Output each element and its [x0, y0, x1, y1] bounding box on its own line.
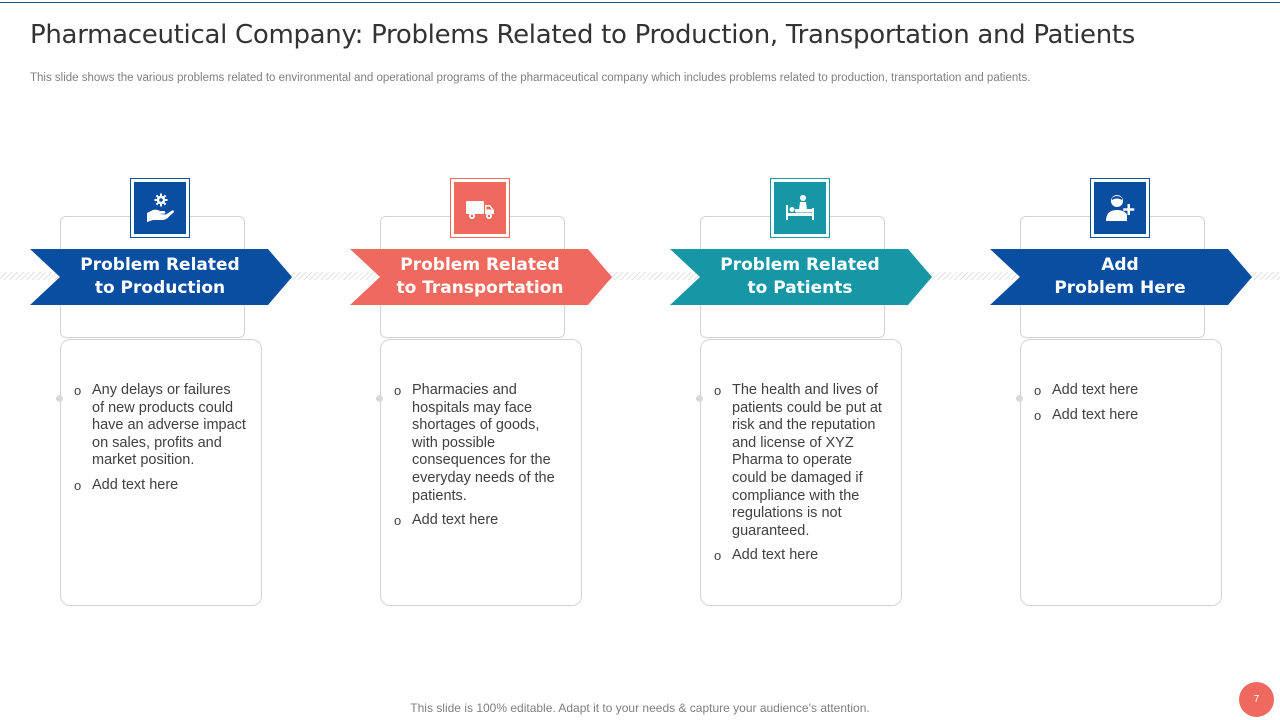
card-dot [376, 395, 383, 402]
bullet-item[interactable]: Add text here [1034, 407, 1206, 425]
chevron-banner: Problem Related to Production [30, 249, 292, 305]
page-number-badge: 7 [1239, 682, 1274, 717]
hand-gear-icon [134, 182, 186, 234]
chevron-banner: Problem Related to Transportation [350, 249, 612, 305]
delivery-truck-icon [454, 182, 506, 234]
icon-frame [1090, 178, 1150, 238]
bullet-item[interactable]: Add text here [74, 477, 246, 495]
icon-frame [130, 178, 190, 238]
slide-title: Pharmaceutical Company: Problems Related… [30, 20, 1136, 50]
bullet-list: Add text here Add text here [1034, 382, 1206, 431]
bullet-item[interactable]: Pharmacies and hospitals may face shorta… [394, 382, 566, 505]
bullet-list: The health and lives of patients could b… [714, 382, 886, 572]
bullet-item[interactable]: Add text here [714, 547, 886, 565]
bullet-item[interactable]: Add text here [394, 512, 566, 530]
bullet-list: Pharmacies and hospitals may face shorta… [394, 382, 566, 537]
bullet-item[interactable]: Add text here [1034, 382, 1206, 400]
dashed-connector-line [0, 272, 1280, 280]
problem-label: Problem Related to Transportation [396, 255, 564, 298]
card-dot [696, 395, 703, 402]
icon-frame [770, 178, 830, 238]
column-patients: Problem Related to Patients The health a… [670, 178, 932, 608]
top-rule [0, 2, 1280, 3]
add-user-icon [1094, 182, 1146, 234]
problem-label: Problem Related to Production [80, 255, 240, 298]
problem-label: Problem Related to Patients [720, 255, 880, 298]
column-transportation: Problem Related to Transportation Pharma… [350, 178, 612, 608]
chevron-banner: Problem Related to Patients [670, 249, 932, 305]
chevron-banner: Add Problem Here [990, 249, 1252, 305]
card-dot [56, 395, 63, 402]
slide-subtitle: This slide shows the various problems re… [30, 72, 1031, 84]
card-dot [1016, 395, 1023, 402]
problem-label: Add Problem Here [1054, 255, 1186, 298]
column-production: Problem Related to Production Any delays… [30, 178, 292, 608]
bullet-item[interactable]: Any delays or failures of new products c… [74, 382, 246, 470]
column-add-problem: Add Problem Here Add text here Add text … [990, 178, 1252, 608]
slide-footer: This slide is 100% editable. Adapt it to… [410, 701, 870, 715]
patient-bed-icon [774, 182, 826, 234]
icon-frame [450, 178, 510, 238]
bullet-item[interactable]: The health and lives of patients could b… [714, 382, 886, 540]
content-card [1020, 339, 1222, 606]
bullet-list: Any delays or failures of new products c… [74, 382, 246, 502]
